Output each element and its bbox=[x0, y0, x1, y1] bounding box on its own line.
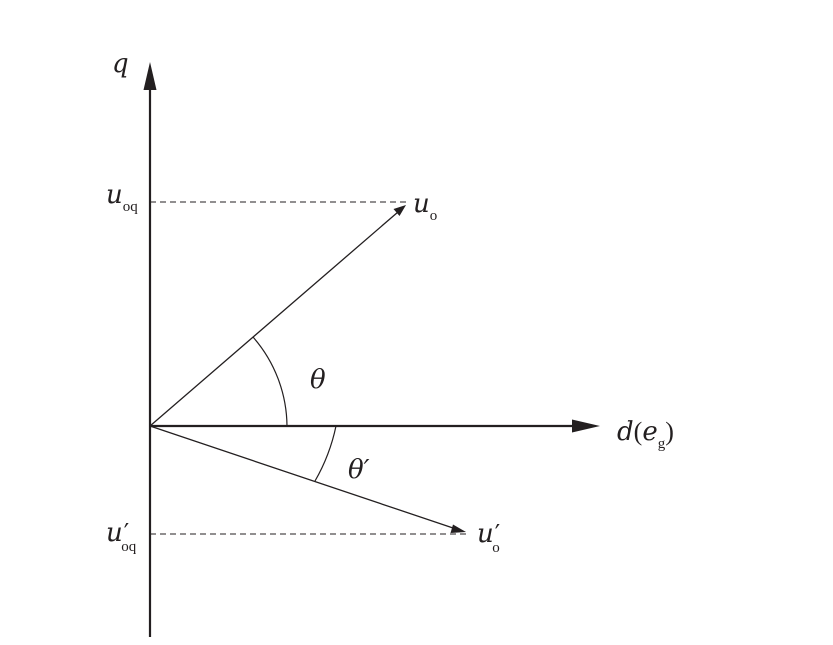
uo-prime-label: u′o bbox=[477, 519, 500, 556]
uo-label: uo bbox=[413, 189, 437, 224]
d-axis-inner-symbol: e bbox=[642, 417, 657, 447]
uo-prime-vector-line bbox=[149, 425, 457, 530]
uoq-prime-label: u′oq bbox=[106, 518, 137, 555]
q-axis-label: q bbox=[112, 49, 129, 79]
uo-prime-vector-arrowhead bbox=[450, 524, 466, 533]
theta-label: θ bbox=[310, 365, 326, 395]
theta-prime-label: θ′ bbox=[348, 455, 370, 485]
uoq-label: uoq bbox=[106, 180, 138, 215]
d-axis-arrowhead bbox=[572, 419, 600, 433]
uo-vector-line bbox=[149, 211, 399, 427]
uoq-prime-subscript: oq bbox=[121, 539, 137, 555]
uo-prime-subscript: o bbox=[492, 540, 500, 556]
uo-vector-arrowhead bbox=[393, 205, 406, 216]
uo-subscript: o bbox=[430, 208, 438, 224]
uoq-subscript: oq bbox=[123, 199, 139, 215]
d-axis-paren-open: ( bbox=[634, 417, 643, 446]
uo-prime-mark: ′ bbox=[495, 520, 500, 548]
d-axis-inner-subscript: g bbox=[658, 436, 666, 452]
uoq-prime-symbol: u bbox=[106, 518, 123, 548]
uoq-symbol: u bbox=[106, 180, 123, 210]
theta-prime-arc bbox=[314, 425, 337, 482]
d-axis-symbol: d bbox=[617, 417, 634, 447]
d-axis-label: d(eg) bbox=[617, 417, 674, 452]
theta-arc bbox=[252, 336, 288, 427]
d-axis-paren-close: ) bbox=[665, 417, 674, 446]
uoq-prime-mark: ′ bbox=[124, 519, 129, 547]
uo-symbol: u bbox=[413, 189, 430, 219]
uo-prime-symbol: u bbox=[477, 519, 494, 549]
q-axis-arrowhead bbox=[143, 62, 157, 90]
